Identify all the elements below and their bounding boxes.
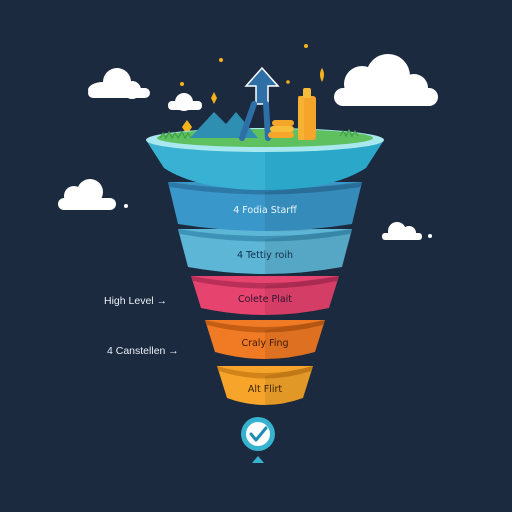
check-badge bbox=[241, 417, 275, 463]
mountain-icon bbox=[190, 112, 258, 138]
funnel-tier bbox=[191, 276, 339, 316]
cloud-icon bbox=[382, 222, 422, 240]
bottle-icon bbox=[298, 88, 316, 140]
person-arrow-icon bbox=[239, 66, 280, 141]
funnel-tier bbox=[205, 320, 325, 360]
dot-icon bbox=[428, 234, 432, 238]
arrow-right-icon: → bbox=[168, 345, 179, 357]
funnel-tier-label: 4 Tettiy roih bbox=[237, 250, 293, 261]
cloud-icon bbox=[334, 54, 438, 106]
cloud-icon bbox=[58, 179, 116, 210]
coin-stack-icon bbox=[268, 120, 294, 138]
arrow-right-icon: → bbox=[156, 295, 168, 307]
funnel-tier-label: Colete Plait bbox=[238, 294, 292, 305]
funnel-tier bbox=[168, 182, 362, 232]
side-label-high-level: High Level → bbox=[104, 295, 168, 307]
cloud-icon bbox=[168, 93, 202, 111]
funnel-tier-label: Alt Flirt bbox=[248, 384, 283, 395]
sparkle-icon bbox=[180, 44, 324, 135]
funnel-tier-label: Craly Fing bbox=[241, 338, 288, 349]
funnel-tier bbox=[178, 229, 352, 275]
cloud-icon bbox=[88, 68, 150, 99]
check-icon bbox=[249, 426, 268, 442]
funnel-tier bbox=[217, 366, 313, 406]
side-label-canstellen: 4 Canstellen → bbox=[107, 345, 179, 357]
dot-icon bbox=[124, 204, 128, 208]
funnel-tier-label: 4 Fodia Starff bbox=[233, 205, 297, 216]
funnel-tiers bbox=[168, 182, 362, 406]
